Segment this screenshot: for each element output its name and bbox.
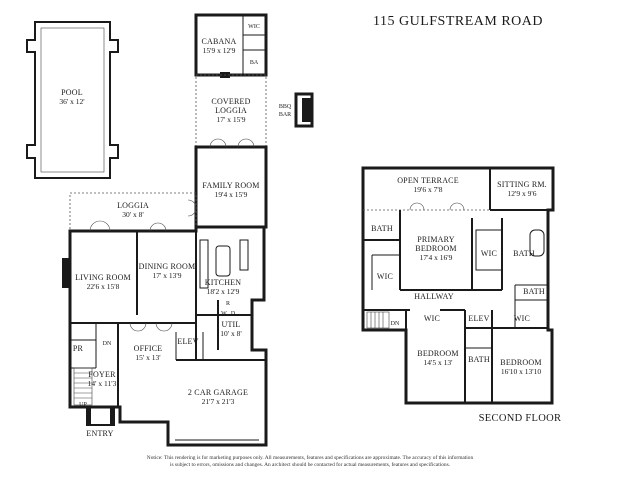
primary-bedroom-label-1: PRIMARY [417,235,454,244]
first-floor-dn-label: DN [103,341,112,347]
bath-mid-label: BATH [468,355,490,364]
kitchen-dimensions: 18'2 x 12'9 [207,287,240,296]
garage-label: 2 CAR GARAGE [188,388,248,397]
primary-bath-label: BATH [513,249,535,258]
powder-room-label: PR [73,344,84,353]
garage-dimensions: 21'7 x 21'3 [202,397,235,406]
property-title: 115 GULFSTREAM ROAD [373,14,543,29]
bedroom-1-label: BEDROOM [417,349,458,358]
cabana-dimensions: 15'9 x 12'9 [203,46,236,55]
loggia-dimensions: 30' x 8' [122,210,144,219]
wic-left-label: WIC [377,272,393,281]
washer-label: W [221,311,227,317]
living-room-dimensions: 22'6 x 15'8 [87,282,120,291]
office-label: OFFICE [134,344,163,353]
second-floor-title: SECOND FLOOR [479,413,562,424]
cabana-wic-label: WIC [248,24,260,30]
second-floor-dn-label: DN [391,321,400,327]
hallway-label: HALLWAY [414,292,454,301]
bedroom-2-dimensions: 16'10 x 13'10 [501,367,541,376]
foyer-label: FOYER [88,370,116,379]
util-dimensions: 10' x 8' [220,329,242,338]
first-floor-walls [62,138,268,447]
cabana-bath-label: BA [250,60,259,66]
covered-loggia-label-2: LOGGIA [215,106,247,115]
elevator-label: ELEV [177,337,198,346]
pool: POOL 36' x 12' [26,21,119,179]
dining-room-label: DINING ROOM [139,262,196,271]
notice-line-1: Notice: This rendering is for marketing … [147,454,474,461]
family-room-dimensions: 19'4 x 15'9 [215,190,248,199]
second-floor-staircase [366,311,390,329]
bar-label: BAR [279,112,291,118]
first-floor-labels: FAMILY ROOM 19'4 x 15'9 LOGGIA 30' x 8' … [73,181,259,438]
bedroom-2-label: BEDROOM [500,358,541,367]
family-room-label: FAMILY ROOM [202,181,259,190]
dryer-label: D [231,311,236,317]
covered-loggia-label-1: COVERED [211,97,250,106]
living-room-label: LIVING ROOM [75,273,131,282]
sitting-room-label: SITTING RM. [497,180,547,189]
bath-right-label: BATH [523,287,545,296]
cabana-label: CABANA [202,37,237,46]
entry-label: ENTRY [86,429,113,438]
office-dimensions: 15' x 13' [135,353,161,362]
pool-dimensions: 36' x 12' [59,97,85,106]
primary-bedroom-label-2: BEDROOM [415,244,456,253]
bbq-label: BBQ [279,104,292,110]
covered-loggia: COVERED LOGGIA 17' x 15'9 [195,74,267,148]
bbq-bar: BBQ BAR [279,92,314,128]
second-floor-walls [361,166,555,405]
covered-loggia-dimensions: 17' x 15'9 [217,115,246,124]
bath-left-label: BATH [371,224,393,233]
bedroom-1-dimensions: 14'5 x 13' [424,358,454,367]
primary-bedroom-dimensions: 17'4 x 16'9 [420,253,453,262]
sitting-room-dimensions: 12'9 x 9'6 [508,189,537,198]
util-label: UTIL [221,320,240,329]
notice-line-2: is subject to errors, omissions and chan… [170,461,450,468]
second-floor-labels: OPEN TERRACE 19'6 x 7'8 SITTING RM. 12'9… [371,176,547,376]
loggia-label: LOGGIA [117,201,149,210]
first-floor-up-label: UP [79,402,87,408]
kitchen-label: KITCHEN [205,278,242,287]
primary-wic-label: WIC [481,249,497,258]
wic-right-label: WIC [514,314,530,323]
hall-wic-label: WIC [424,314,440,323]
foyer-dimensions: 14' x 11'3 [88,379,117,388]
second-floor-elevator-label: ELEV [468,314,489,323]
dining-room-dimensions: 17' x 13'9 [153,271,182,280]
staircase [73,367,93,406]
open-terrace-label: OPEN TERRACE [397,176,459,185]
refrigerator-label: R [226,301,230,307]
open-terrace-dimensions: 19'6 x 7'8 [414,185,443,194]
pool-label: POOL [61,88,83,97]
cabana: CABANA 15'9 x 12'9 WIC BA [194,13,268,78]
